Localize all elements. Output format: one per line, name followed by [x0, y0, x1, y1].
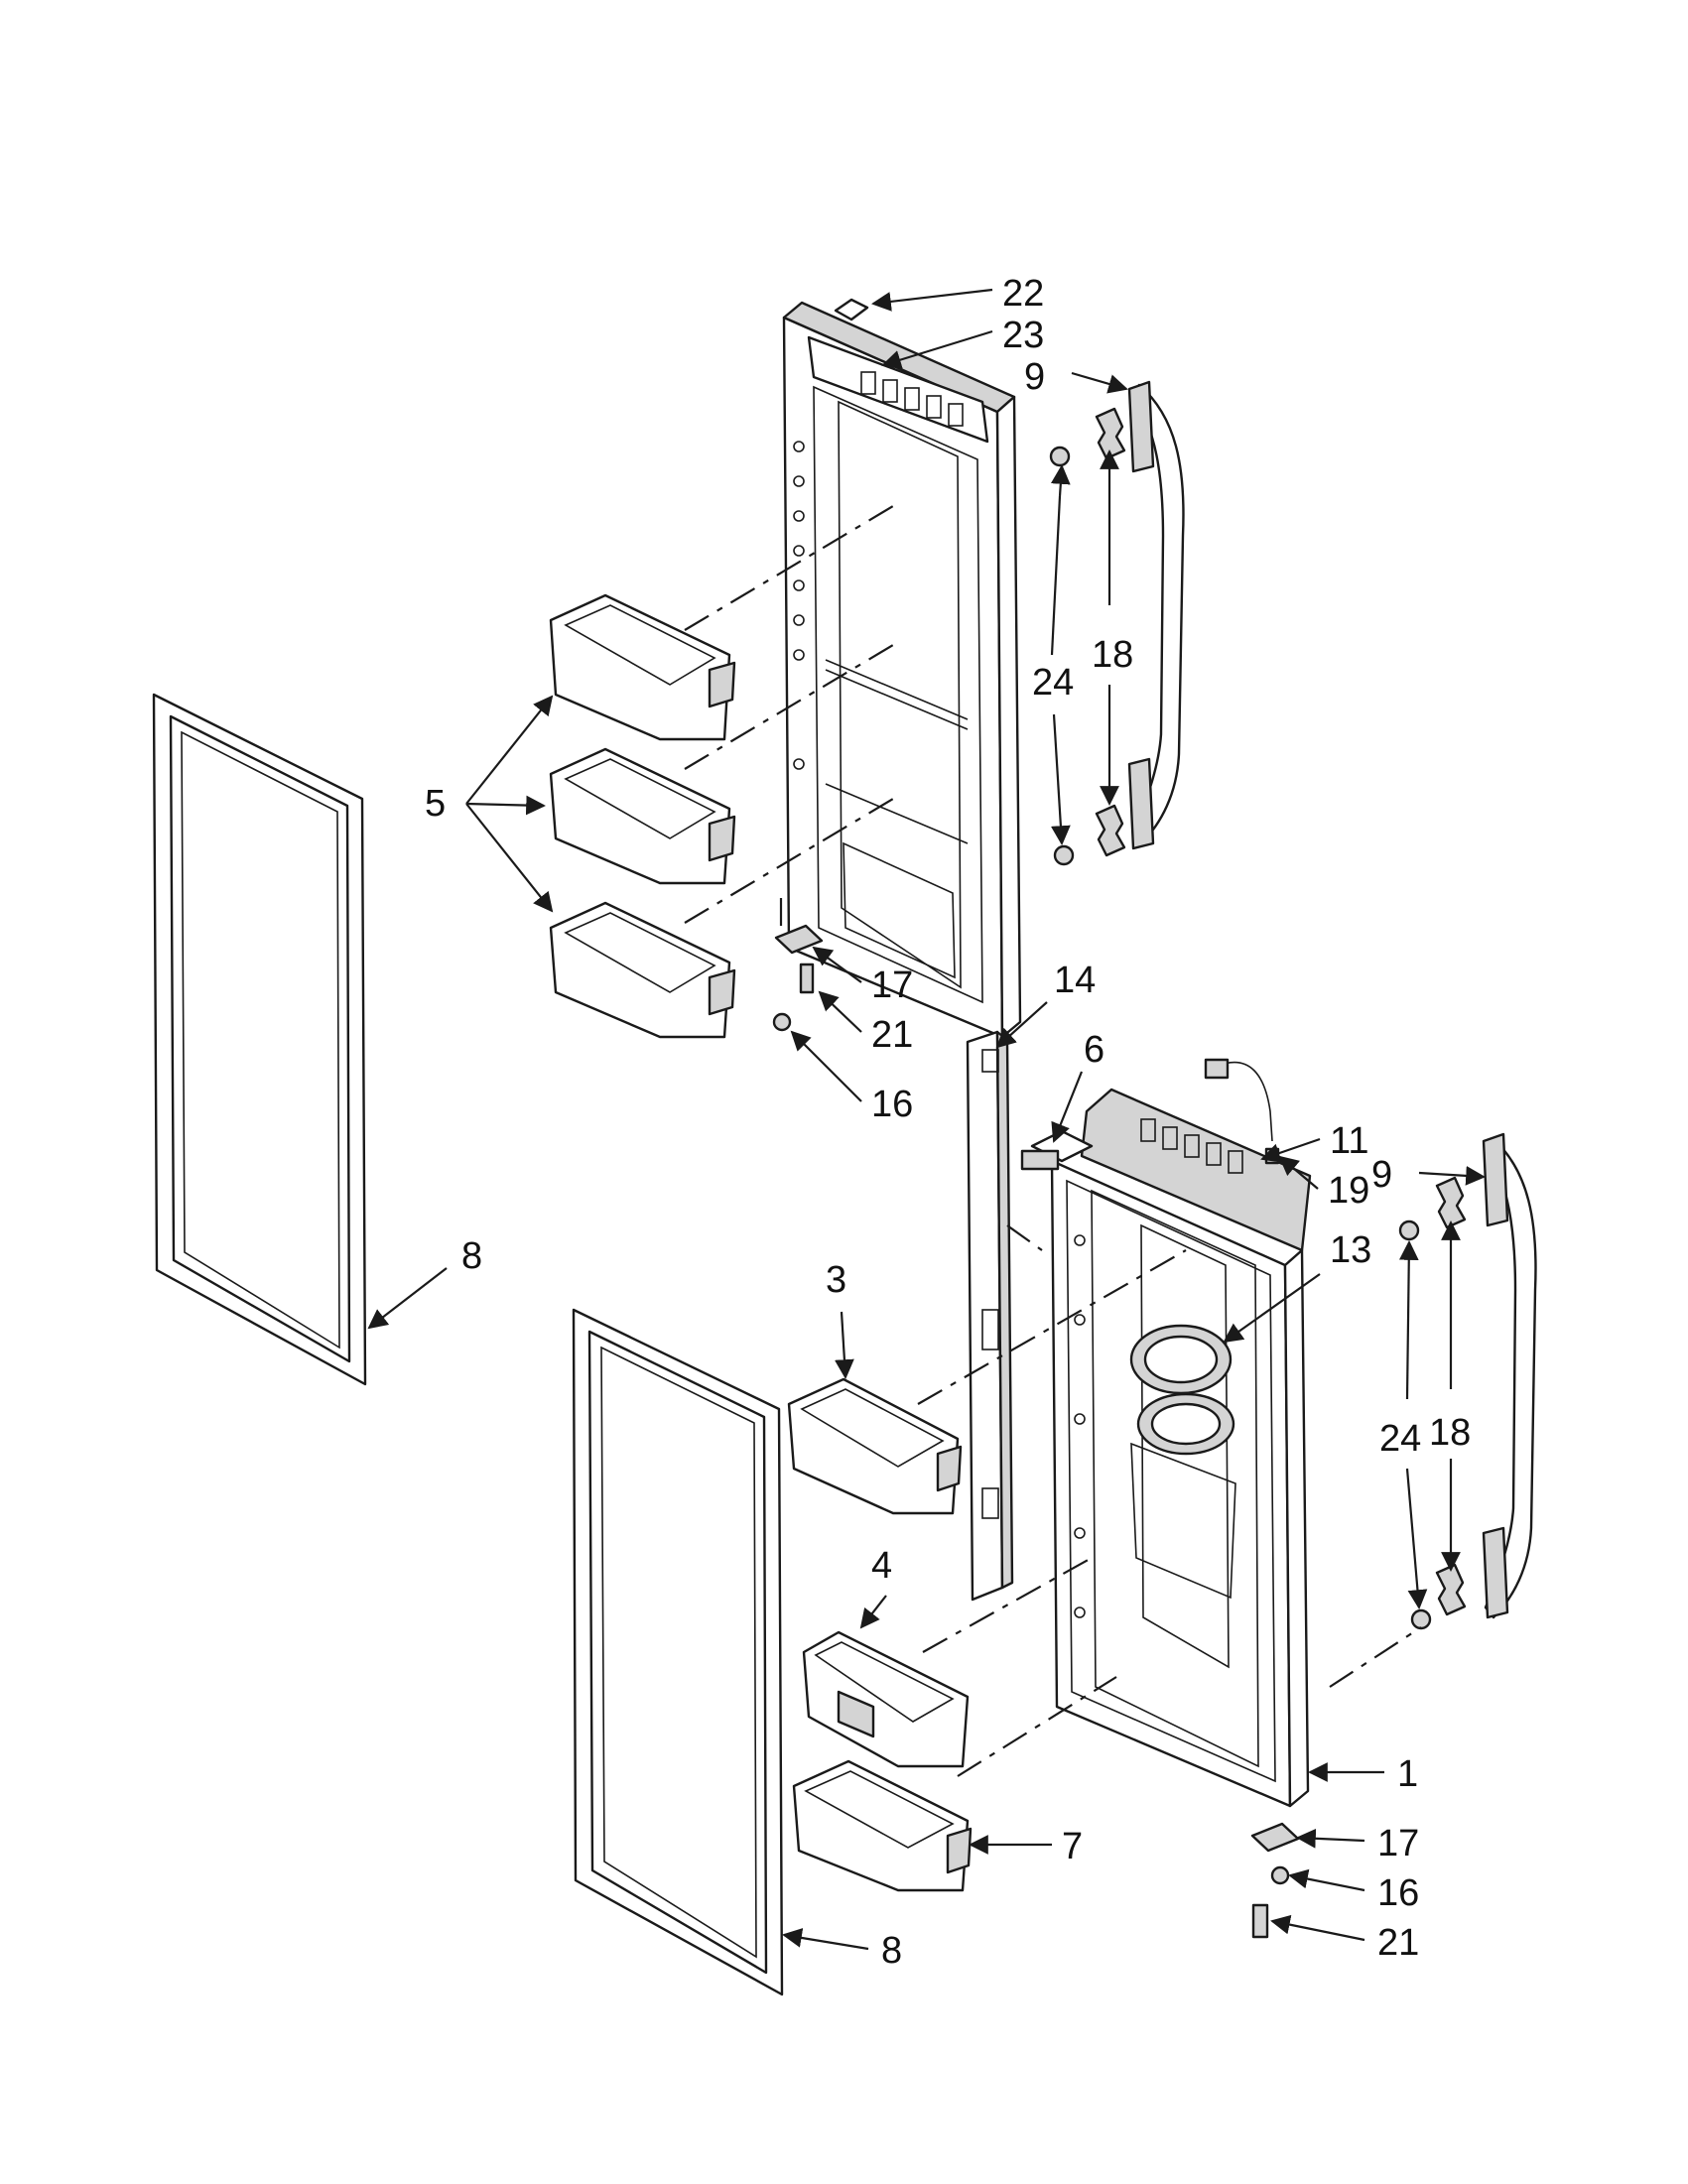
hinge-pin-screw — [1020, 1149, 1060, 1171]
hinge-nut-lower — [1270, 1865, 1290, 1885]
door-bin-upper-3 — [549, 901, 736, 1039]
handle-clip-lower-top — [1435, 1176, 1467, 1229]
dispenser-top-cap — [1140, 1118, 1243, 1174]
callout-23: 23 — [1002, 315, 1044, 356]
callout-18-upper: 18 — [1092, 634, 1133, 676]
door-bin-upper-2 — [549, 747, 736, 885]
callout-1: 1 — [1397, 1753, 1418, 1795]
callout-8-upper: 8 — [461, 1235, 482, 1277]
callout-17-lower: 17 — [1377, 1823, 1419, 1864]
door-handle-lower — [1482, 1132, 1537, 1619]
hinge-nut-upper — [772, 1012, 792, 1032]
top-badge — [834, 298, 869, 321]
callout-3: 3 — [826, 1259, 846, 1301]
left-door-gasket — [152, 693, 367, 1386]
hinge-plate-upper — [774, 924, 824, 955]
handle-screw-lower-top — [1398, 1220, 1420, 1241]
callout-22: 22 — [1002, 273, 1044, 315]
door-top-cap — [807, 335, 989, 444]
water-tube — [1204, 1058, 1273, 1142]
handle-clip-upper-top — [1095, 407, 1126, 460]
hinge-plate-lower — [1250, 1822, 1300, 1853]
door-handle-upper — [1127, 380, 1185, 850]
callout-9-lower: 9 — [1371, 1154, 1392, 1196]
door-bin-4 — [802, 1630, 970, 1768]
callout-19: 19 — [1328, 1170, 1369, 1212]
callout-8-lower: 8 — [881, 1930, 902, 1972]
door-bin-7 — [792, 1759, 973, 1892]
right-door-gasket — [572, 1308, 784, 1996]
door-bin-3 — [787, 1377, 963, 1515]
handle-clip-upper-bottom — [1095, 804, 1126, 857]
assembly-guides — [684, 505, 1422, 1777]
callout-21-upper: 21 — [871, 1014, 913, 1056]
callout-5: 5 — [425, 783, 446, 825]
callout-24-upper: 24 — [1032, 662, 1074, 704]
callout-4: 4 — [871, 1545, 892, 1587]
handle-screw-upper-top — [1049, 446, 1071, 467]
callout-13: 13 — [1330, 1229, 1371, 1271]
callout-16-upper: 16 — [871, 1084, 913, 1125]
callout-6: 6 — [1084, 1029, 1104, 1071]
callout-9-upper: 9 — [1024, 356, 1045, 398]
ice-chute-assembly — [1129, 1324, 1236, 1600]
callout-18-lower: 18 — [1429, 1412, 1471, 1454]
callout-leaders — [367, 288, 1486, 1951]
left-door-assembly — [782, 301, 1022, 1039]
callout-21-lower: 21 — [1377, 1922, 1419, 1964]
callout-17-upper: 17 — [871, 964, 913, 1006]
handle-screw-lower-bottom — [1410, 1608, 1432, 1630]
callout-labels: 22 23 9 24 18 5 17 21 16 14 6 11 19 9 13… — [425, 273, 1471, 1972]
callout-16-lower: 16 — [1377, 1872, 1419, 1914]
door-bin-upper-1 — [549, 593, 736, 741]
callout-24-lower: 24 — [1379, 1418, 1421, 1460]
shelf-mount-studs — [793, 441, 805, 770]
hinge-screw-upper — [799, 963, 815, 994]
right-shelf-studs — [1074, 1234, 1086, 1618]
callout-14: 14 — [1054, 960, 1096, 1001]
hinge-screw-lower — [1251, 1903, 1269, 1939]
right-door-assembly — [1030, 1088, 1312, 1808]
callout-7: 7 — [1062, 1826, 1083, 1867]
callout-11: 11 — [1330, 1120, 1368, 1162]
handle-screw-upper-bottom — [1053, 844, 1075, 866]
handle-clip-lower-bottom — [1435, 1563, 1467, 1616]
hinge-strip — [966, 1030, 1014, 1602]
door-dividers — [825, 659, 969, 844]
